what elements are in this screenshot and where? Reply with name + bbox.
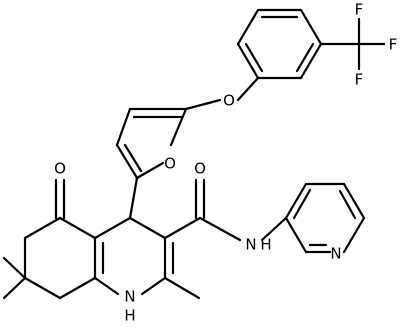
bond [236,42,260,80]
atom-label-n-ring: N [124,288,135,306]
bond [236,76,260,102]
atom-labels: O O O O F F F N H N N H [54,1,397,325]
bond [260,216,288,242]
bond [23,276,62,300]
bond [163,216,202,240]
bond [284,216,308,254]
atom-label-o-furan: O [164,155,176,173]
atom-label-f-bottom: F [355,71,364,89]
bond [135,161,165,180]
atom-label-n-pyridine: N [330,245,341,263]
bond [299,42,323,80]
atom-label-o-ketone: O [54,160,66,178]
bond [295,42,315,73]
atom-label-h-ring: H [124,307,135,325]
bond [115,107,132,147]
bond [23,216,62,240]
bond [342,216,366,254]
atom-label-o-ether: O [223,92,235,110]
bond [299,8,323,46]
bond [169,107,188,147]
bond [284,182,308,220]
bond [93,276,120,296]
bond [128,176,139,220]
bond [184,98,222,111]
bond [338,189,357,220]
bond [123,143,143,173]
bond [2,276,27,300]
atom-label-h-amide: H [260,236,271,254]
bond [236,8,260,46]
atom-label-f-right: F [389,36,398,54]
bond [58,216,97,240]
bonds [2,8,386,300]
bond [244,42,264,73]
bond [292,188,312,220]
bond [93,216,132,240]
bond [58,276,97,300]
atom-label-n-amide: N [245,236,256,254]
bond [128,216,167,240]
bond [198,216,242,242]
atom-label-f-top: F [355,1,364,19]
bond [342,182,366,220]
atom-label-o-amide: O [194,160,206,178]
bond [163,276,201,300]
bond [2,256,27,280]
bond [115,143,139,180]
bond [140,276,167,296]
